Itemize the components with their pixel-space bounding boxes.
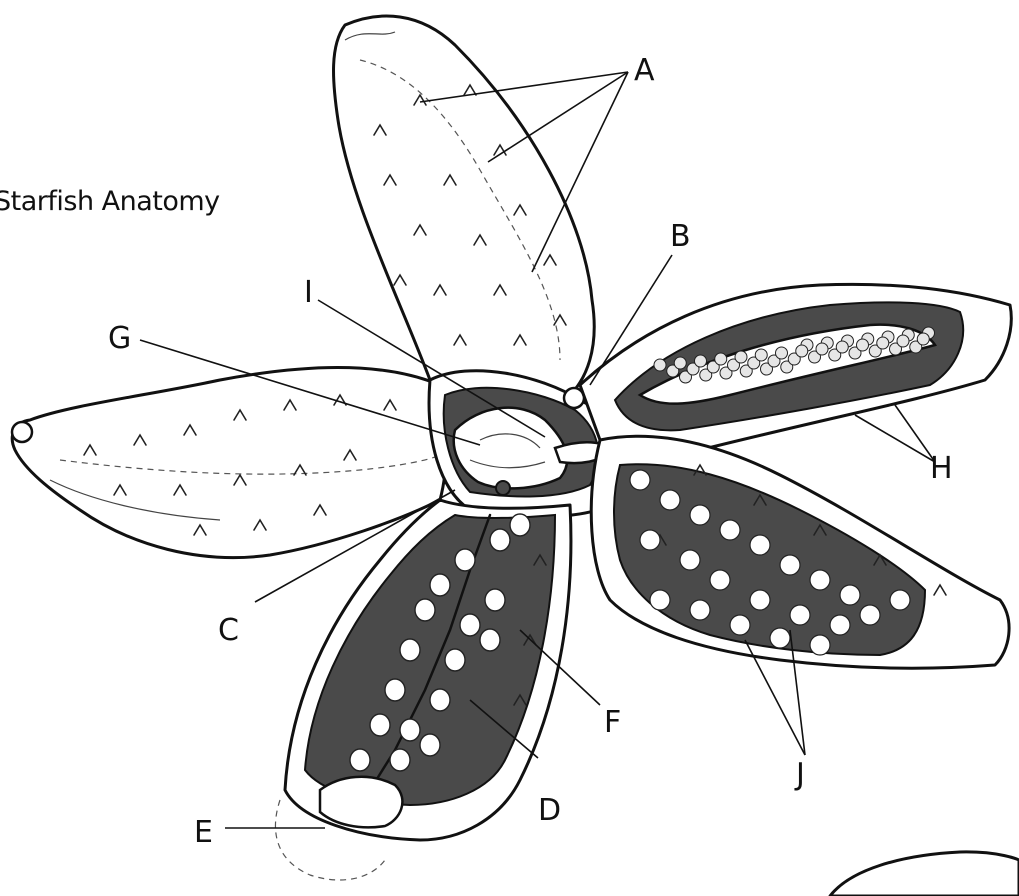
lower-arm — [275, 500, 570, 880]
gonad-10 — [710, 570, 730, 590]
gland-bubble-3 — [674, 357, 686, 369]
gland-13 — [370, 714, 390, 736]
gonad-14 — [860, 605, 880, 625]
gonad-9 — [680, 550, 700, 570]
corner-fragment — [830, 852, 1019, 896]
gonad-4 — [750, 535, 770, 555]
gland-bubble-18 — [776, 347, 788, 359]
gonad-15 — [890, 590, 910, 610]
gland-10 — [385, 679, 405, 701]
right-upper-arm — [580, 284, 1011, 455]
gonad-0 — [630, 470, 650, 490]
gland-1 — [490, 529, 510, 551]
gland-5 — [415, 599, 435, 621]
gland-bubble-9 — [715, 353, 727, 365]
gland-3 — [430, 574, 450, 596]
gland-bubble-12 — [735, 351, 747, 363]
label-g: G — [108, 321, 131, 356]
gland-2 — [455, 549, 475, 571]
gland-bubble-6 — [695, 355, 707, 367]
gland-8 — [445, 649, 465, 671]
gland-bubble-39 — [917, 333, 929, 345]
gland-bubble-36 — [897, 335, 909, 347]
label-e: E — [194, 815, 213, 850]
gland-4 — [485, 589, 505, 611]
gonad-18 — [730, 615, 750, 635]
gonad-6 — [810, 570, 830, 590]
gonad-19 — [770, 628, 790, 648]
gland-14 — [350, 749, 370, 771]
gonad-8 — [640, 530, 660, 550]
gland-bubble-21 — [796, 345, 808, 357]
gland-9 — [480, 629, 500, 651]
gonad-17 — [690, 600, 710, 620]
gonad-16 — [650, 590, 670, 610]
gonad-1 — [660, 490, 680, 510]
gonad-20 — [810, 635, 830, 655]
gonad-5 — [780, 555, 800, 575]
gland-12 — [400, 719, 420, 741]
gonad-7 — [840, 585, 860, 605]
label-f: F — [604, 705, 621, 740]
gland-0 — [510, 514, 530, 536]
gland-16 — [420, 734, 440, 756]
gland-bubble-24 — [816, 343, 828, 355]
label-a: A — [634, 53, 655, 88]
gland-bubble-15 — [755, 349, 767, 361]
gonad-3 — [720, 520, 740, 540]
gland-bubble-27 — [836, 341, 848, 353]
gland-bubble-33 — [877, 337, 889, 349]
label-h: H — [930, 451, 953, 486]
left-arm — [12, 368, 447, 558]
label-j: J — [794, 757, 805, 792]
gland-7 — [400, 639, 420, 661]
gland-bubble-0 — [654, 359, 666, 371]
gland-6 — [460, 614, 480, 636]
madreporite — [496, 481, 510, 495]
gonad-11 — [750, 590, 770, 610]
label-b: B — [670, 219, 691, 254]
gland-bubble-30 — [857, 339, 869, 351]
label-c: C — [218, 613, 239, 648]
gonad-13 — [830, 615, 850, 635]
upper-arm — [334, 16, 595, 396]
gonad-2 — [690, 505, 710, 525]
label-d: D — [538, 793, 561, 828]
gonad-12 — [790, 605, 810, 625]
gland-15 — [390, 749, 410, 771]
gland-11 — [430, 689, 450, 711]
label-i: I — [304, 275, 313, 310]
